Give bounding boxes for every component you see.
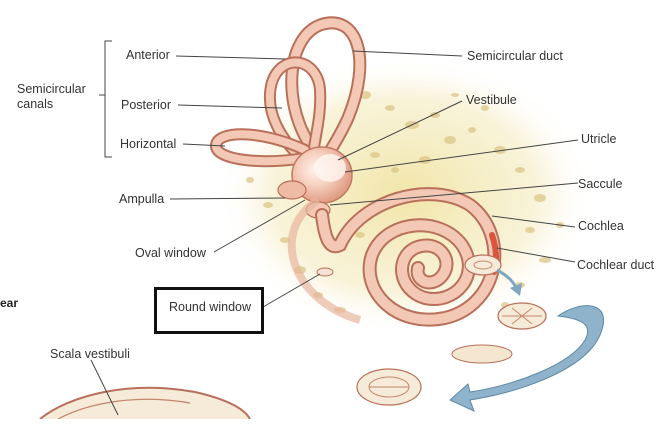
label-cochlea: Cochlea [578, 219, 624, 233]
label-semicircular-duct: Semicircular duct [467, 49, 563, 63]
ampulla [278, 181, 306, 199]
label-round-window: Round window [169, 300, 251, 314]
label-saccule: Saccule [578, 177, 622, 191]
label-scala-vestibuli: Scala vestibuli [50, 347, 130, 361]
section-slice-1 [465, 255, 501, 275]
scala-section-fragment [40, 388, 250, 419]
edge-text-fragment: ear [0, 296, 18, 310]
bracket [99, 41, 112, 157]
label-posterior: Posterior [121, 98, 171, 112]
label-semicircular-canals-line2: canals [17, 97, 53, 111]
label-cochlear-duct: Cochlear duct [577, 258, 654, 272]
label-semicircular-canals-line1: Semicircular [17, 82, 86, 96]
label-anterior: Anterior [126, 48, 170, 62]
label-vestibule: Vestibule [466, 93, 517, 107]
label-oval-window: Oval window [135, 246, 206, 260]
label-horizontal: Horizontal [120, 137, 176, 151]
label-utricle: Utricle [581, 132, 616, 146]
round-window-highlight-box: Round window [154, 287, 264, 334]
label-ampulla: Ampulla [119, 192, 164, 206]
section-slice-3 [452, 345, 512, 363]
